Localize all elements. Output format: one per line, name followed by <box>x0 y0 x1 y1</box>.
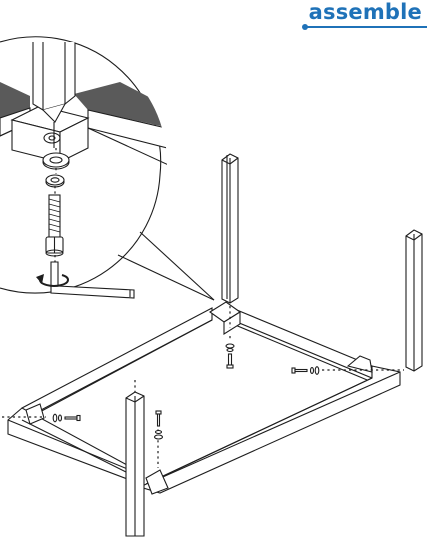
bolt-set-back <box>225 343 235 369</box>
frame-icon <box>7 301 401 495</box>
bolt-set-front <box>153 410 164 440</box>
detail-callout-icon <box>0 36 215 301</box>
title-underline <box>302 24 427 30</box>
rail-shade-right <box>74 82 167 128</box>
bolt-set-right <box>291 366 320 375</box>
bolt-set-left <box>52 413 81 423</box>
washer-icon <box>42 152 70 170</box>
bolt-icon <box>45 194 64 257</box>
table-leg-right <box>405 229 423 372</box>
rotate-arrow-icon <box>36 274 69 287</box>
spring-washer-icon <box>45 174 65 188</box>
table-leg-front <box>125 391 145 537</box>
page-title: assemble <box>308 0 422 24</box>
allen-key-icon <box>50 261 135 299</box>
table-leg-icon <box>221 153 239 304</box>
